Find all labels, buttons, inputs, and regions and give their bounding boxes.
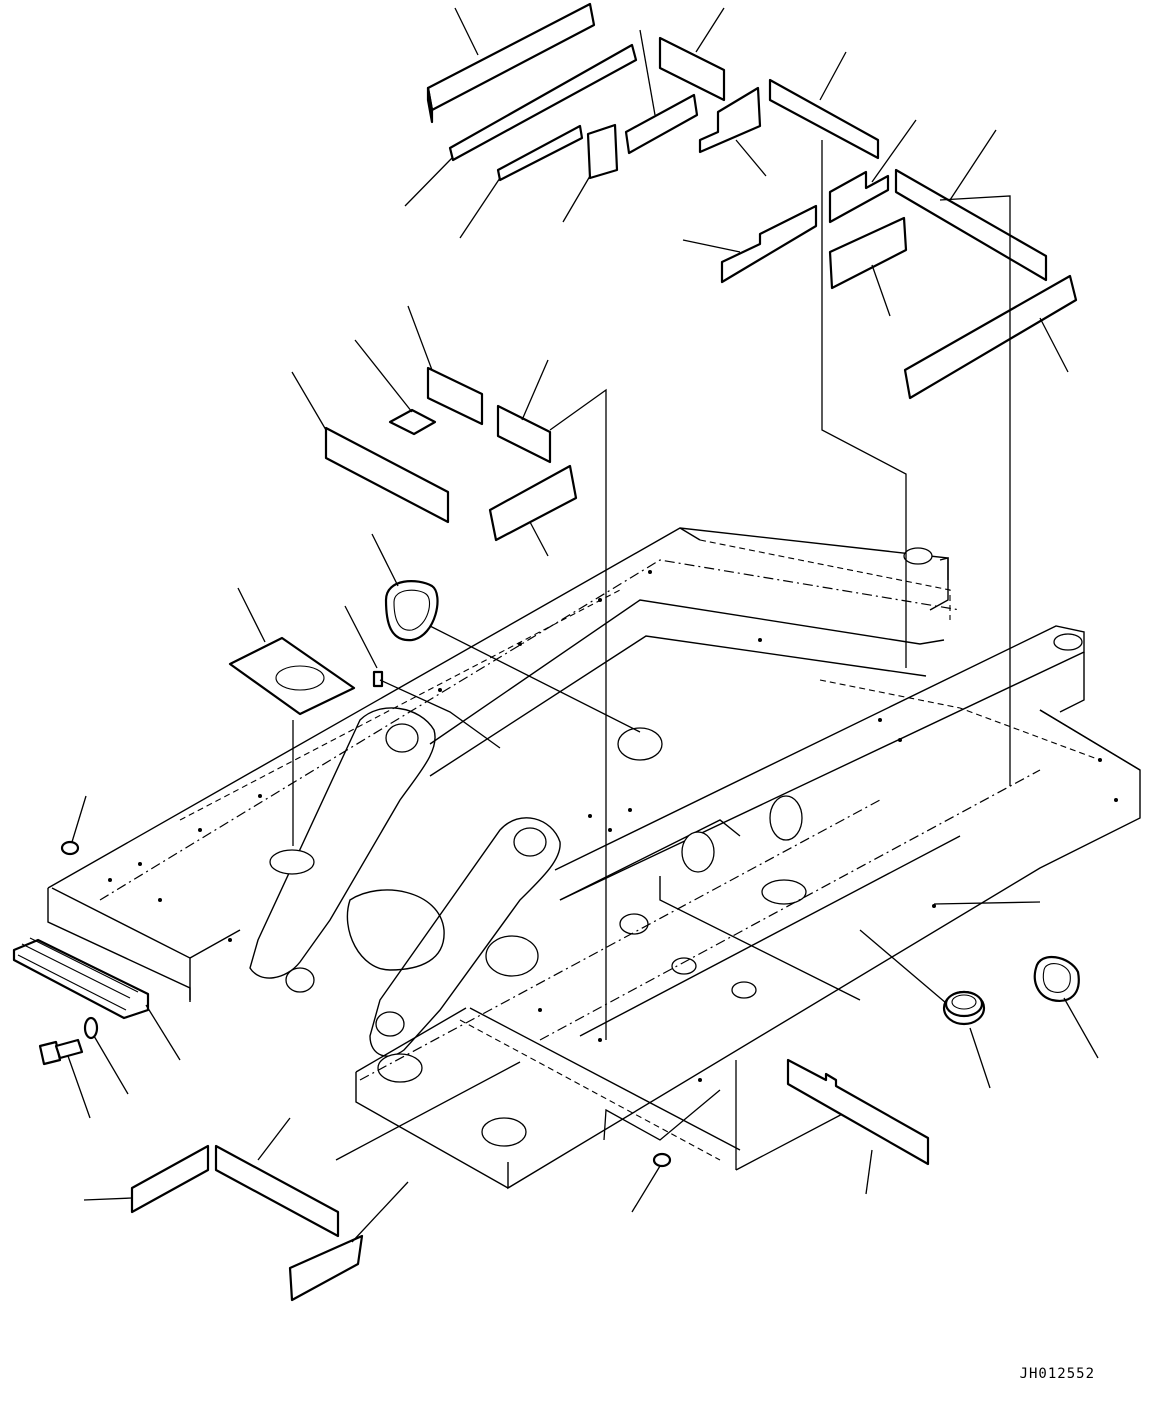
rect-pad-part <box>407 305 484 426</box>
stepped-piece-part-2 <box>828 119 917 224</box>
grommet-ring-part <box>371 533 439 642</box>
block-part-2 <box>658 7 726 102</box>
plug-part <box>60 795 87 856</box>
long-pad-part <box>291 371 450 524</box>
angled-pad-part <box>488 464 578 557</box>
long-plate-part <box>768 51 880 160</box>
grommet-part <box>942 990 991 1089</box>
main-frame <box>47 527 1141 1190</box>
grommet-ring-part-2 <box>1033 955 1099 1059</box>
upper-right-strip-group <box>404 2 1078 400</box>
middle-strip-group <box>228 305 578 846</box>
long-leaders <box>335 140 1041 1171</box>
small-block-part <box>562 123 619 223</box>
stepped-piece-part <box>698 86 767 177</box>
lower-pad-part <box>83 1144 210 1214</box>
notched-plate-part <box>786 1058 930 1195</box>
long-plate-part-2 <box>894 129 1048 282</box>
step-bracket-part <box>12 937 181 1061</box>
bolt-part <box>38 1038 91 1119</box>
long-strip-part <box>426 2 596 124</box>
washer-part <box>83 1016 129 1095</box>
thin-bar-part <box>404 43 638 207</box>
lower-angled-pad-part <box>288 1181 409 1302</box>
rivet-dots <box>108 570 1118 1082</box>
clip-part <box>344 605 384 688</box>
lower-long-pad-part <box>214 1117 340 1238</box>
block-part-3 <box>828 216 908 317</box>
plug-part-2 <box>631 1152 672 1213</box>
block-part <box>624 29 699 155</box>
long-bar-part <box>903 274 1078 400</box>
medium-bar-part <box>459 124 584 239</box>
stepped-piece-part-3 <box>682 204 818 284</box>
square-pad-part <box>354 339 437 436</box>
drawing-id-label: JH012552 <box>1019 1366 1095 1382</box>
cover-plate-part <box>228 587 356 846</box>
rect-pad-part-2 <box>496 359 552 464</box>
